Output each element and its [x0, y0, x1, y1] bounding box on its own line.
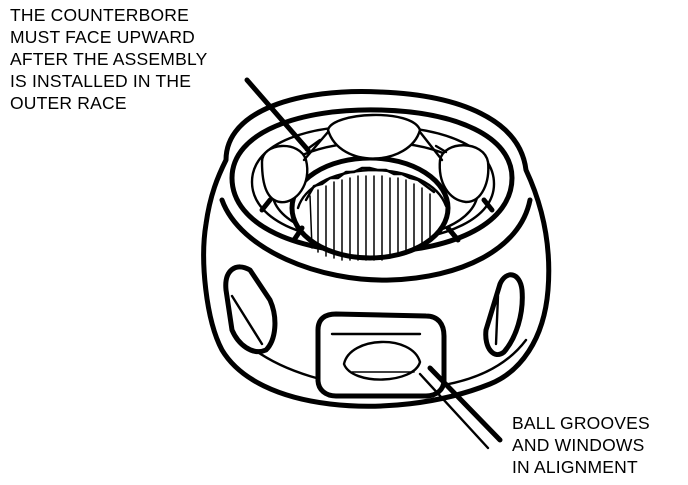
- ball-top: [326, 113, 422, 160]
- callout-counterbore-line: THE COUNTERBORE: [10, 5, 189, 25]
- leader-ball-grooves-b: [418, 372, 490, 450]
- leader-lines: [244, 77, 503, 450]
- callout-ball-grooves: BALL GROOVES AND WINDOWS IN ALIGNMENT: [512, 412, 650, 478]
- leader-ball-grooves-a: [427, 365, 503, 443]
- callout-counterbore-line: AFTER THE ASSEMBLY: [10, 49, 208, 69]
- window-right: [483, 272, 525, 357]
- cage-windows: [223, 264, 525, 399]
- ball-groove: [342, 340, 422, 381]
- callout-counterbore-line: MUST FACE UPWARD: [10, 27, 196, 47]
- callout-counterbore-line: IS INSTALLED IN THE: [10, 71, 192, 91]
- ball-right: [438, 144, 490, 204]
- balls: [259, 113, 495, 243]
- callout-ball-grooves-line: IN ALIGNMENT: [512, 457, 638, 477]
- callout-counterbore: THE COUNTERBORE MUST FACE UPWARD AFTER T…: [10, 4, 207, 114]
- window-left: [223, 264, 278, 354]
- window-front: [315, 311, 447, 399]
- ball-left: [260, 144, 309, 204]
- callout-ball-grooves-line: AND WINDOWS: [512, 435, 645, 455]
- callout-counterbore-line: OUTER RACE: [10, 93, 127, 113]
- callout-ball-grooves-line: BALL GROOVES: [512, 413, 650, 433]
- leader-counterbore: [244, 77, 311, 153]
